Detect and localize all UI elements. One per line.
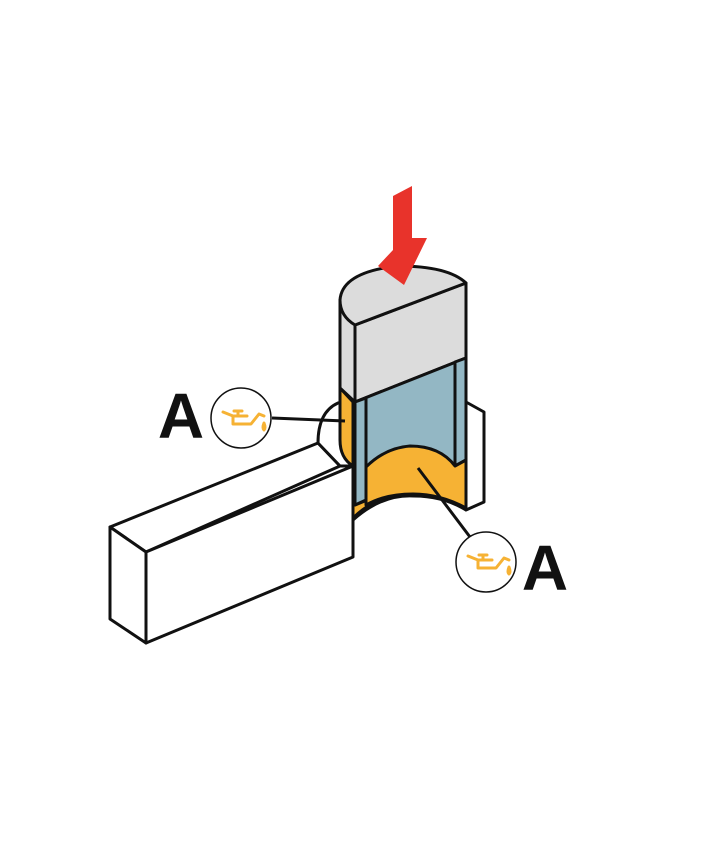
callout-left-circle	[210, 387, 272, 449]
callout-right-label: A	[522, 532, 568, 604]
callout-leader-right	[416, 467, 472, 538]
callout-right: A	[455, 531, 568, 604]
callout-left-label: A	[158, 380, 204, 452]
pin-top-face	[338, 264, 468, 327]
callout-right-circle	[455, 531, 517, 593]
oil-can-icon	[221, 409, 267, 432]
pin-sleeve-strip-right	[453, 356, 468, 468]
pin	[338, 264, 468, 510]
pin-sleeve-strip-left	[353, 396, 368, 507]
pin-lubricant-left	[338, 386, 355, 468]
oil-can-icon	[466, 553, 512, 576]
pin-lubricant-bottom	[364, 444, 468, 510]
callout-left: A	[158, 380, 272, 452]
callout-leader-left	[271, 416, 346, 423]
housing-right-wall	[464, 400, 486, 512]
arrow-down-icon	[378, 186, 427, 285]
block-arm-end-face	[108, 525, 148, 645]
block-arm	[108, 441, 355, 645]
